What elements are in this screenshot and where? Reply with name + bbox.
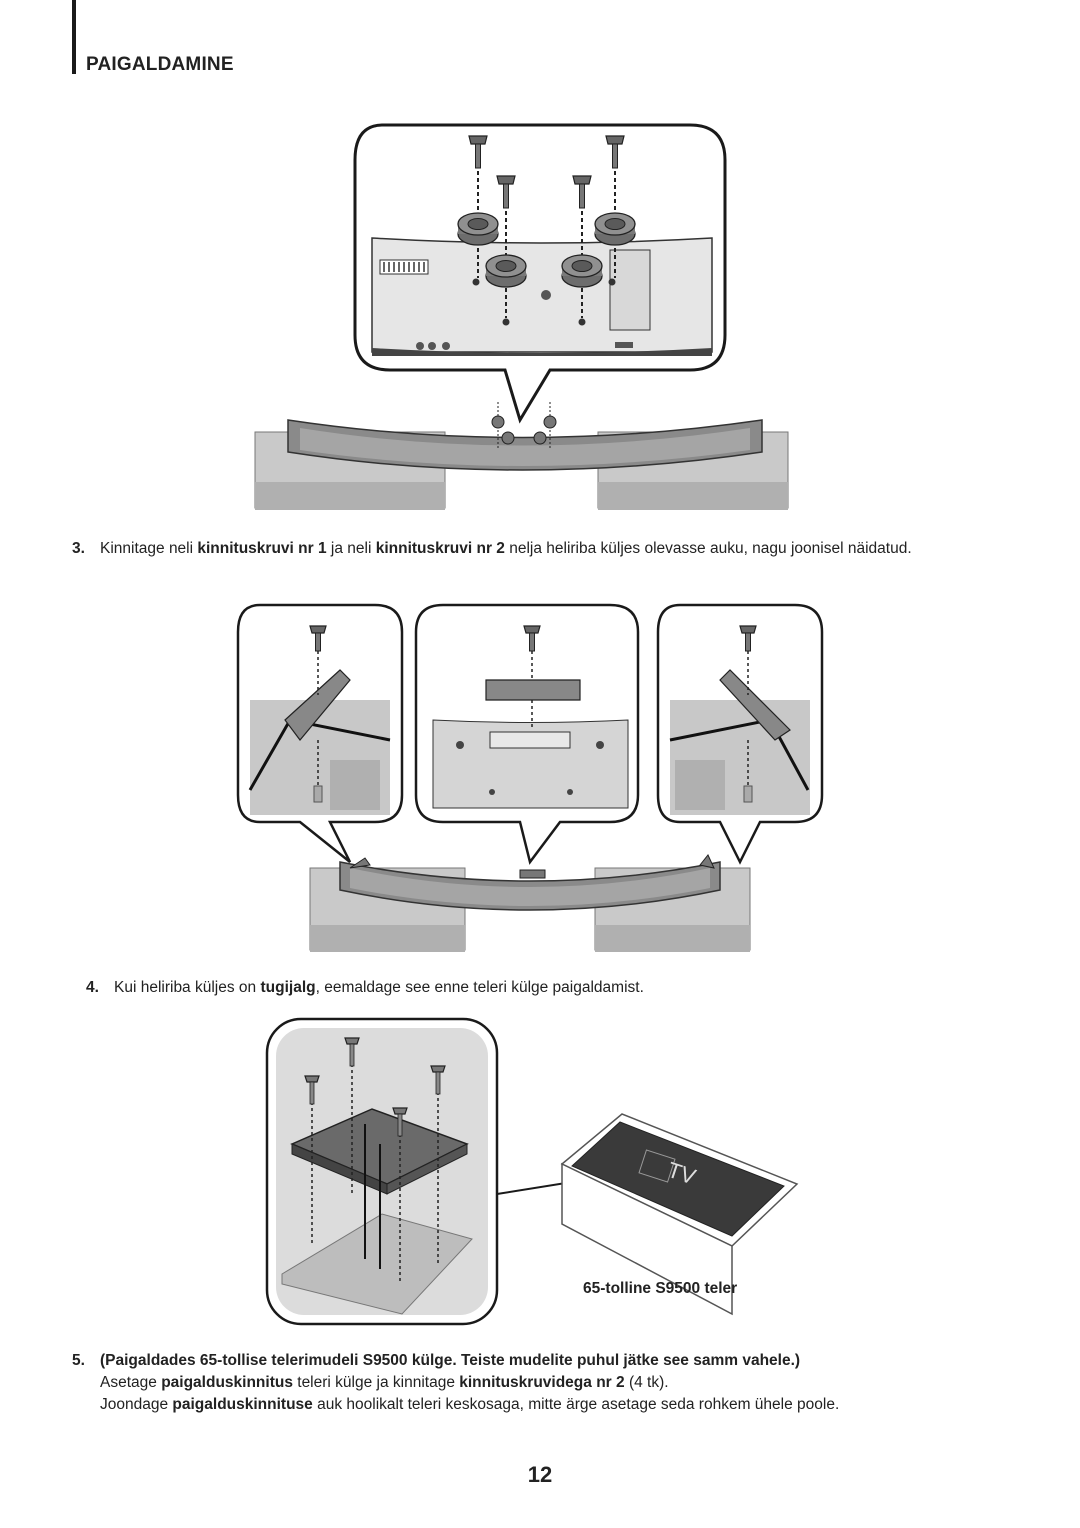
step-5-line-1: (Paigaldades 65-tollise telerimudeli S95… <box>100 1352 801 1369</box>
step-5-line-2: Asetage paigalduskinnitus teleri külge j… <box>100 1374 669 1391</box>
step-3-text: Kinnitage neli kinnituskruvi nr 1 ja nel… <box>100 540 912 557</box>
side-rule <box>72 0 76 74</box>
step-4-text: Kui heliriba küljes on tugijalg, eemalda… <box>114 979 644 996</box>
figure-screw-assembly <box>254 123 789 510</box>
page-number: 12 <box>527 1462 553 1487</box>
step-4-number: 4. <box>86 979 99 996</box>
step-5-text: (Paigaldades 65-tollise telerimudeli S95… <box>100 1350 839 1416</box>
section-title: PAIGALDAMINE <box>86 54 234 75</box>
step-5-number: 5. <box>72 1352 85 1369</box>
step-5-line-3: Joondage paigalduskinnituse auk hoolikal… <box>100 1396 840 1413</box>
figure-remove-stand <box>236 603 824 952</box>
figure-mount-bracket: TV <box>265 1017 799 1326</box>
step-3-number: 3. <box>72 540 85 557</box>
figure3-caption: 65-tolline S9500 teler <box>583 1280 738 1297</box>
